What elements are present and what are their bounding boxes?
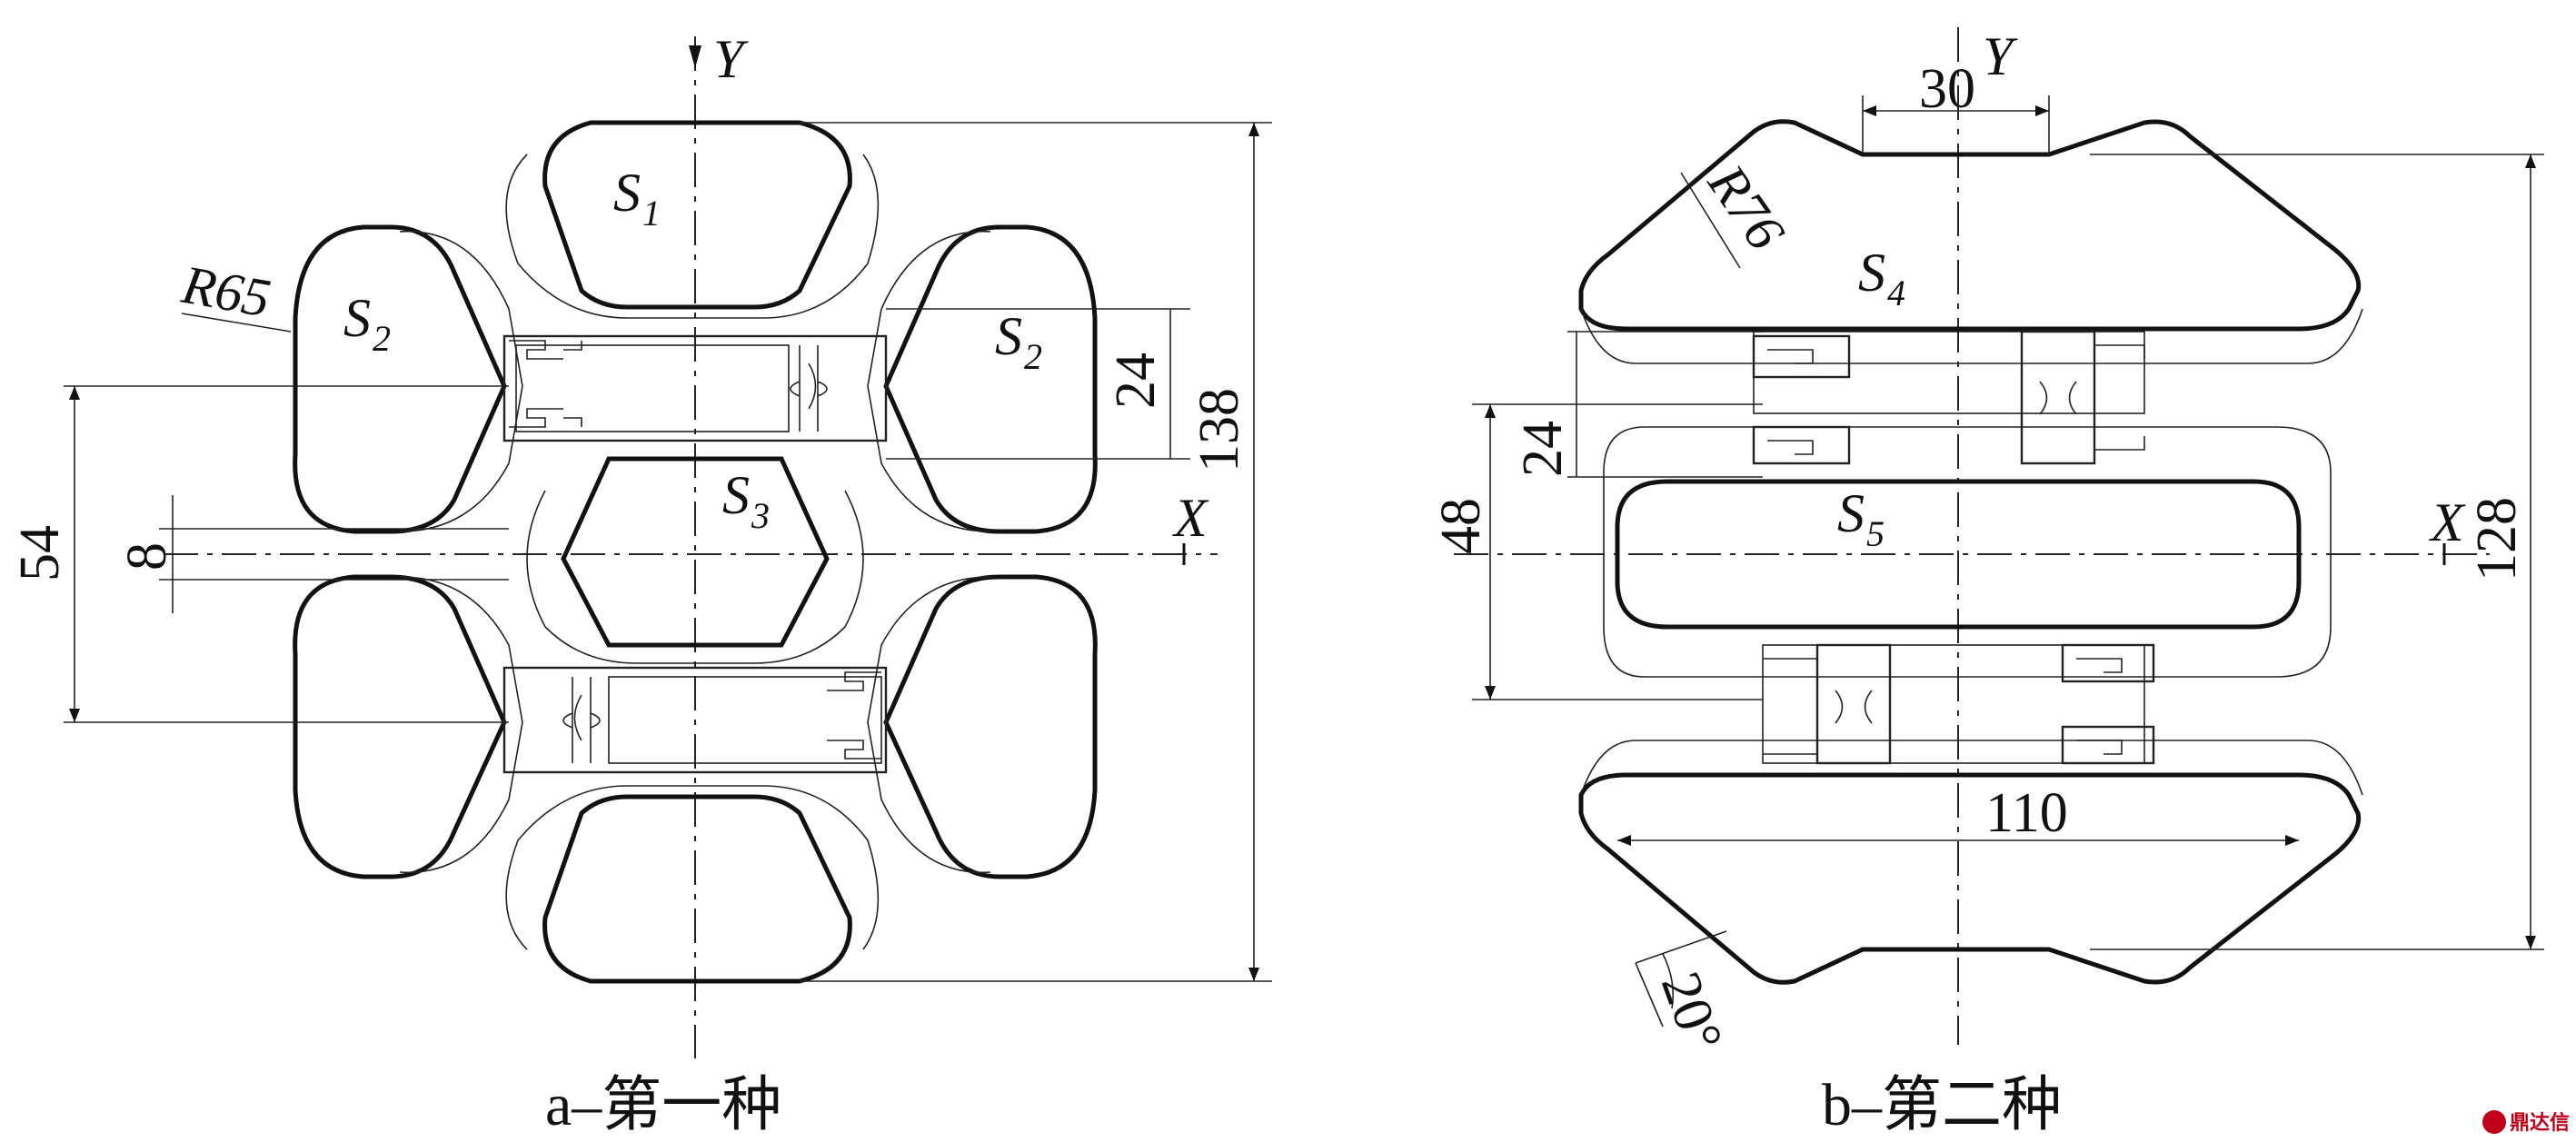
port-s1-outline [505, 154, 880, 319]
dim-label-110-b: 110 [1985, 782, 2068, 844]
y-axis-label-b: Y [1983, 26, 2018, 86]
port-s3-outline [526, 490, 864, 664]
dim-8-a [159, 495, 509, 613]
port-s5 [1615, 479, 2302, 630]
dim-label-138-a: 138 [1189, 388, 1250, 472]
dim-128-b [2090, 154, 2544, 950]
port-right-bottom-a [883, 574, 1098, 879]
label-s2-right: S2 [995, 306, 1042, 377]
x-axis-label-b: X [2429, 492, 2466, 552]
profile-cavity-bottom-a [502, 666, 888, 774]
port-s2-left-top [293, 224, 507, 534]
dim-label-128-b: 128 [2466, 497, 2528, 581]
label-s3: S3 [722, 465, 770, 536]
dim-30-b [1862, 95, 2050, 154]
dim-138-a [800, 122, 1272, 982]
port-s3 [561, 456, 830, 648]
caption-a: a–第一种 [545, 1072, 781, 1138]
watermark-logo-icon [2482, 1110, 2506, 1134]
profile-cavity-bottom-b [1762, 643, 2155, 765]
dim-label-54-a: 54 [9, 525, 71, 581]
port-s1 [542, 120, 852, 310]
label-s5: S5 [1837, 483, 1885, 554]
dim-label-angle-b: 20° [1649, 965, 1735, 1060]
watermark: 鼎达信 [2482, 1110, 2570, 1135]
profile-cavity-top-b [1752, 330, 2145, 465]
radius-leader-b [1680, 172, 1741, 269]
y-axis-label-a: Y [713, 29, 749, 89]
dim-54-a [64, 385, 509, 723]
diagram-b: Y X S4 S5 30 R76 24 48 128 110 20° b–第二种 [1430, 26, 2544, 1138]
label-s2-left: S2 [343, 288, 391, 359]
dim-48-b [1472, 403, 1763, 700]
port-left-bottom-a [293, 574, 507, 879]
dim-24-a [886, 308, 1190, 460]
dim-label-30-b: 30 [1919, 58, 1975, 120]
profile-cavity-top-a [502, 334, 888, 442]
port-bottom-a-outline [505, 785, 880, 950]
dim-label-48-b: 48 [1430, 498, 1492, 554]
dim-label-8-a: 8 [116, 542, 178, 571]
dim-label-24-b: 24 [1512, 421, 1574, 477]
label-s4: S4 [1858, 243, 1905, 313]
watermark-text: 鼎达信 [2510, 1111, 2570, 1135]
y-axis-arrow-a [689, 45, 701, 68]
x-axis-label-a: X [1172, 488, 1209, 548]
label-s1: S1 [613, 163, 661, 233]
port-bottom-a [542, 794, 852, 984]
dim-label-24-a: 24 [1105, 353, 1167, 409]
port-s5-outline [1603, 426, 2332, 678]
dim-angle-b [1635, 930, 1727, 1028]
diagram-a: Y X S1 S2 S2 S3 R65 24 138 54 8 a–第一种 [9, 29, 1272, 1138]
port-s4 [1578, 119, 2362, 332]
port-bottom-b [1578, 772, 2362, 985]
port-s2-right-top [883, 224, 1098, 534]
dim-110-b [1617, 835, 2299, 846]
radius-label-a: R65 [177, 254, 275, 329]
radius-leader-a [181, 313, 292, 333]
caption-b: b–第二种 [1822, 1072, 2062, 1138]
